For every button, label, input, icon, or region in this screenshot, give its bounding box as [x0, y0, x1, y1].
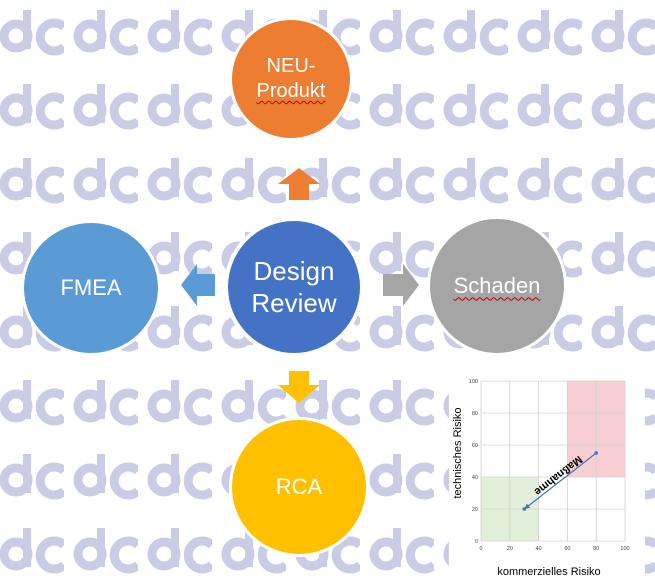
y-tick-label: 100 [469, 379, 478, 385]
x-tick-label: 40 [536, 546, 542, 552]
schaden-node: Schaden [427, 216, 567, 356]
y-tick-label: 40 [472, 475, 478, 481]
y-tick-label: 80 [472, 411, 478, 417]
y-tick-label: 60 [472, 443, 478, 449]
risk-region-high-2 [596, 413, 625, 445]
risk-region-low-1 [509, 477, 539, 509]
design-review-label-2: Review [251, 288, 337, 318]
risk-region-high-4 [567, 413, 597, 445]
risk-region-low-0 [481, 477, 510, 509]
risk-chart: 0 20 40 60 80 100 0 20 40 60 80 100 kommerzielles R… [449, 369, 645, 581]
massnahme-arrow-head [524, 503, 531, 509]
x-axis-label: kommerzielles Risiko [497, 566, 600, 578]
design-review-label-1: Design [253, 255, 335, 286]
y-tick-label: 0 [475, 539, 478, 545]
risk-chart-plot: 0 20 40 60 80 100 0 20 40 60 80 100 kommerzielles R… [452, 379, 630, 578]
neu-produkt-node: NEU- Produkt [229, 17, 353, 141]
x-tick-label: 100 [620, 546, 629, 552]
schaden-label: Schaden [453, 273, 541, 299]
neu-produkt-label-1: NEU- [266, 55, 316, 77]
data-point-0 [594, 451, 598, 455]
neu-produkt-label-2: Produkt [256, 80, 326, 102]
arrow-down [278, 371, 320, 403]
data-point-1 [522, 507, 526, 511]
x-tick-label: 20 [507, 546, 513, 552]
arrow-left [181, 264, 215, 306]
risk-region-low-2 [481, 509, 510, 541]
risk-region-high-0 [567, 381, 597, 413]
x-tick-label: 80 [593, 546, 599, 552]
fmea-node: FMEA [21, 220, 161, 356]
design-review-node: Design Review [224, 217, 364, 357]
risk-region-low-3 [509, 509, 539, 541]
massnahme-arrow-line [527, 452, 597, 507]
fmea-label: FMEA [60, 275, 122, 301]
y-tick-label: 20 [472, 507, 478, 513]
risk-region-high-3 [596, 445, 625, 477]
arrow-right [383, 264, 419, 306]
y-axis-label: technisches Risiko [452, 407, 464, 498]
x-tick-label: 0 [479, 546, 482, 552]
risk-region-high-1 [596, 381, 625, 413]
rca-label: RCA [275, 474, 323, 500]
rca-node: RCA [229, 417, 369, 557]
x-tick-label: 60 [564, 546, 570, 552]
arrow-up [278, 168, 320, 200]
